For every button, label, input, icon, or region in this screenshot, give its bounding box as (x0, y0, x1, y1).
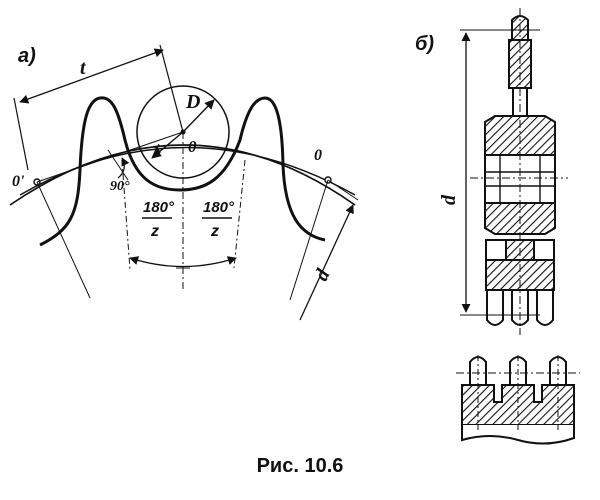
pitch-diameter-label-a: d (310, 265, 335, 284)
radius-line (151, 131, 184, 159)
center-label: 0 (188, 137, 197, 156)
panel-b: б) d (415, 8, 580, 445)
roller-diameter-line (182, 99, 215, 133)
lower-tooth-right (536, 289, 554, 326)
ray-right-outer (289, 179, 329, 301)
left-point-label: 0' (12, 173, 25, 190)
right-point-label: 0 (314, 147, 322, 164)
angle-right-numerator: 180° (203, 199, 235, 216)
normal-line (107, 149, 129, 181)
pitch-dim-right-ext (159, 44, 184, 133)
angle-arc-bottom (129, 256, 237, 268)
ray-right-inner (233, 159, 246, 269)
multi-row-section (456, 355, 580, 445)
angle-left-denominator: z (150, 223, 159, 240)
angle-right-denominator: z (210, 223, 219, 240)
right-angle-arc (117, 157, 130, 179)
mr-body (461, 384, 575, 426)
pitch-label: t (80, 57, 87, 79)
pitch-diameter-ext (327, 179, 359, 201)
roller-diameter-label: D (185, 91, 200, 113)
panel-a-label: а) (18, 45, 36, 67)
panel-a: а) D r 0 t 0' 0 90° (9, 44, 359, 321)
line-oprime-center (36, 131, 184, 183)
pitch-arc-upper (9, 144, 356, 206)
mr-bottom-edge (461, 425, 575, 445)
tooth-profile (39, 96, 326, 247)
pitch-diameter-label-b: d (438, 194, 460, 205)
angle-left-numerator: 180° (143, 199, 175, 216)
pitch-diameter-line (299, 204, 354, 321)
pitch-dim-line (19, 48, 164, 104)
pitch-dim-left-ext (13, 97, 29, 171)
ray-left-inner (121, 159, 131, 271)
figure-caption: Рис. 10.6 (257, 455, 344, 477)
lower-tooth-left (486, 289, 504, 326)
angle-label: 90° (110, 179, 130, 194)
panel-b-label: б) (415, 33, 434, 55)
ray-left-outer (36, 181, 91, 299)
